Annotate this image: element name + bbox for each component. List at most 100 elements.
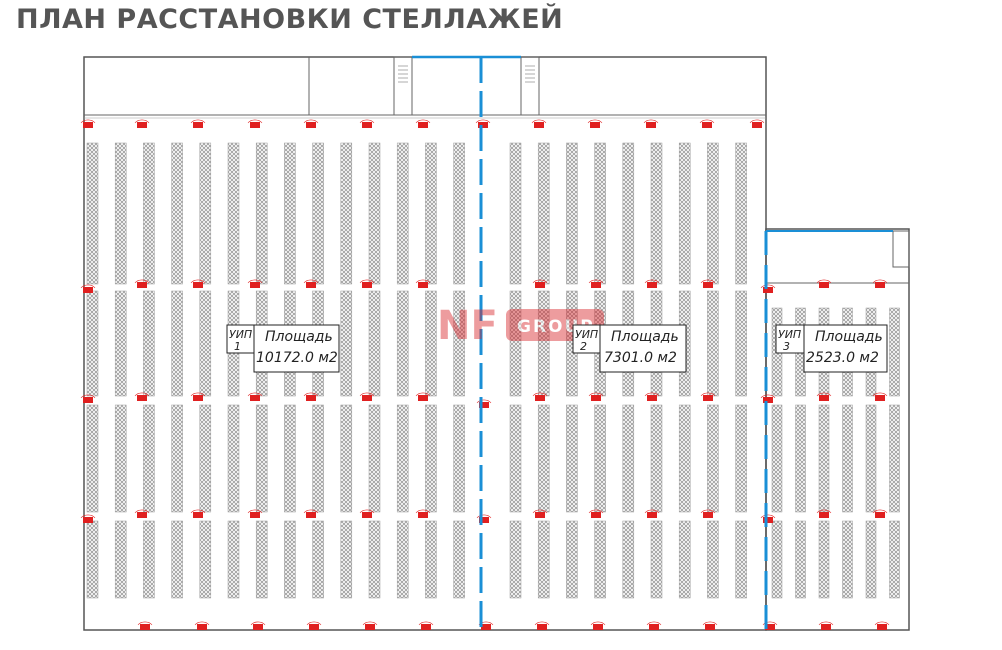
fire-hydrant-marker: [763, 397, 773, 403]
fire-hydrant-marker: [362, 122, 372, 128]
hose-reach-arc: [532, 509, 548, 514]
fire-hydrant-marker: [83, 287, 93, 293]
stairwell-left: [393, 56, 413, 116]
hose-reach-arc: [190, 119, 206, 124]
fire-hydrant-marker: [819, 512, 829, 518]
hose-reach-arc: [134, 119, 150, 124]
zone-id-2: УИП: [575, 328, 598, 341]
rack: [86, 404, 99, 513]
fire-hydrant-marker: [253, 624, 263, 630]
rack: [889, 404, 900, 513]
fire-hydrant-marker: [534, 122, 544, 128]
rack: [199, 142, 212, 285]
zone-id-3: УИП: [778, 328, 801, 341]
zone-id-1: УИП: [229, 328, 252, 341]
rack: [707, 520, 719, 599]
hose-reach-arc: [247, 279, 263, 284]
rack: [171, 290, 183, 397]
hose-reach-arc: [700, 509, 716, 514]
rack: [707, 142, 719, 285]
hose-reach-arc: [475, 119, 491, 124]
fire-hydrant-marker: [703, 282, 713, 288]
fire-hydrant-marker: [362, 395, 372, 401]
fire-hydrant-marker: [537, 624, 547, 630]
fire-hydrant-marker: [479, 517, 489, 523]
hose-reach-arc: [359, 509, 375, 514]
rack: [368, 142, 381, 285]
rack: [622, 142, 635, 285]
rack: [425, 520, 437, 599]
hose-reach-arc: [359, 279, 375, 284]
fire-hydrant-marker: [875, 395, 885, 401]
rack: [735, 290, 747, 397]
rack: [368, 290, 381, 397]
fire-hydrant-marker: [365, 624, 375, 630]
rack: [509, 142, 522, 285]
rack: [227, 520, 240, 599]
hose-reach-arc: [247, 119, 263, 124]
fire-hydrant-marker: [705, 624, 715, 630]
rack: [678, 404, 691, 513]
rack: [537, 142, 550, 285]
watermark-brand: NF: [437, 303, 498, 349]
hose-reach-arc: [762, 621, 778, 626]
rack: [865, 404, 877, 513]
hose-reach-arc: [588, 392, 604, 397]
rack: [171, 404, 183, 513]
fire-hydrant-marker: [418, 395, 428, 401]
fire-hydrant-marker: [591, 512, 601, 518]
hose-reach-arc: [306, 621, 322, 626]
hose-reach-arc: [80, 514, 96, 519]
stair-steps-right: [525, 65, 535, 83]
rack: [227, 142, 240, 285]
hose-reach-arc: [531, 119, 547, 124]
fire-hydrant-marker: [703, 512, 713, 518]
rack: [143, 520, 155, 599]
fire-hydrant-marker: [193, 395, 203, 401]
rack: [284, 520, 296, 599]
fire-hydrant-marker: [819, 282, 829, 288]
rack: [650, 404, 663, 513]
hose-reach-arc: [818, 621, 834, 626]
rack: [143, 290, 155, 397]
fire-hydrant-marker: [649, 624, 659, 630]
hose-reach-arc: [872, 392, 888, 397]
rack: [795, 404, 806, 513]
hose-reach-arc: [644, 279, 660, 284]
rack: [818, 520, 830, 599]
fire-hydrant-marker: [591, 282, 601, 288]
rack: [678, 142, 691, 285]
hose-reach-arc: [415, 509, 431, 514]
fire-hydrant-marker: [83, 517, 93, 523]
hose-reach-arc: [190, 509, 206, 514]
rack: [735, 404, 747, 513]
fire-equipment-markers: [80, 119, 890, 630]
hose-reach-arc: [532, 392, 548, 397]
fire-hydrant-marker: [362, 512, 372, 518]
hose-reach-arc: [134, 279, 150, 284]
hose-reach-arc: [646, 621, 662, 626]
hose-reach-arc: [816, 279, 832, 284]
hose-reach-arc: [749, 119, 765, 124]
rack: [199, 404, 212, 513]
rack: [537, 404, 550, 513]
hose-reach-arc: [415, 119, 431, 124]
page-title: ПЛАН РАССТАНОВКИ СТЕЛЛАЖЕЙ: [16, 4, 564, 35]
rack: [396, 520, 409, 599]
rack: [453, 404, 465, 513]
fire-hydrant-marker: [765, 624, 775, 630]
fire-hydrant-marker: [137, 282, 147, 288]
rack: [396, 142, 409, 285]
rack: [425, 290, 437, 397]
fire-hydrant-marker: [193, 512, 203, 518]
fire-hydrant-marker: [763, 517, 773, 523]
fire-hydrant-marker: [877, 624, 887, 630]
fire-hydrant-marker: [193, 122, 203, 128]
rack: [284, 404, 296, 513]
fire-hydrant-marker: [481, 624, 491, 630]
fire-hydrant-marker: [590, 122, 600, 128]
hose-reach-arc: [137, 621, 153, 626]
hose-reach-arc: [590, 621, 606, 626]
stairwell-right: [520, 56, 540, 116]
rack: [255, 142, 268, 285]
